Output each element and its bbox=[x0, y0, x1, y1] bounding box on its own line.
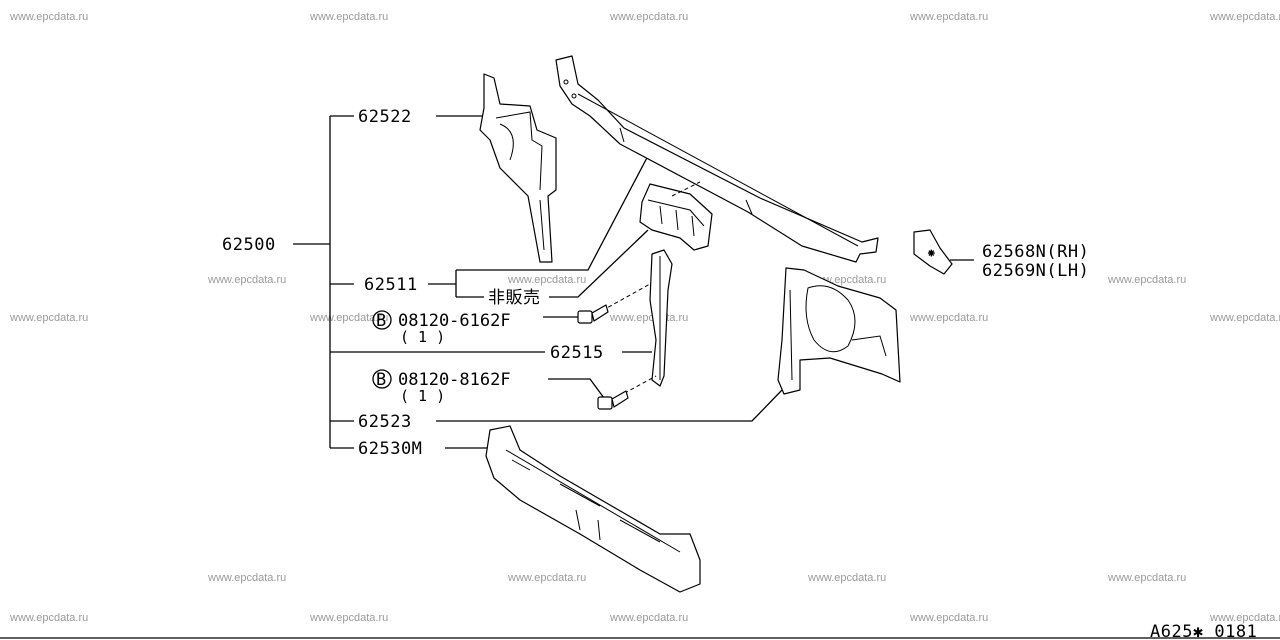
label-62523: 62523 bbox=[358, 412, 412, 432]
watermark: www.epcdata.ru bbox=[909, 312, 988, 324]
watermark: www.epcdata.ru bbox=[9, 11, 88, 23]
watermark: www.epcdata.ru bbox=[807, 572, 886, 584]
label-assembly: 62500 bbox=[222, 235, 276, 255]
part-62511-drawing bbox=[555, 55, 879, 263]
watermark: www.epcdata.ru bbox=[909, 11, 988, 23]
watermark: www.epcdata.ru bbox=[507, 572, 586, 584]
label-62515: 62515 bbox=[550, 343, 604, 363]
watermark: www.epcdata.ru bbox=[507, 274, 586, 286]
label-62568n: 62568N(RH) bbox=[982, 242, 1089, 262]
label-62522: 62522 bbox=[358, 107, 412, 127]
watermark: www.epcdata.ru bbox=[909, 612, 988, 624]
svg-text:✳: ✳ bbox=[928, 249, 935, 258]
watermark: www.epcdata.ru bbox=[309, 312, 388, 324]
watermark: www.epcdata.ru bbox=[207, 572, 286, 584]
bolt-2-drawing bbox=[597, 390, 629, 410]
label-bolt-2: 08120-8162F bbox=[398, 370, 511, 390]
bolt-2-badge: B bbox=[376, 370, 386, 390]
watermark: www.epcdata.ru bbox=[1209, 612, 1280, 624]
diagram-code: A625✱ 0181 bbox=[1150, 622, 1257, 640]
label-bolt-1-qty: ( 1 ) bbox=[400, 328, 445, 346]
label-not-for-sale: 非販売 bbox=[488, 288, 541, 308]
leader-lines bbox=[428, 115, 974, 449]
label-bolt-1: 08120-6162F bbox=[398, 311, 511, 331]
watermark: www.epcdata.ru bbox=[309, 11, 388, 23]
label-bolt-2-qty: ( 1 ) bbox=[400, 387, 445, 405]
part-62515-drawing bbox=[595, 249, 673, 401]
label-62511: 62511 bbox=[364, 275, 418, 295]
watermark: www.epcdata.ru bbox=[1209, 11, 1280, 23]
watermark: www.epcdata.ru bbox=[1209, 312, 1280, 324]
watermark: www.epcdata.ru bbox=[609, 612, 688, 624]
part-62568n-drawing: ✳ bbox=[913, 229, 953, 275]
insulator-pad-drawing bbox=[639, 181, 713, 251]
part-62522-drawing bbox=[479, 73, 557, 263]
label-62569n: 62569N(LH) bbox=[982, 261, 1089, 281]
watermark: www.epcdata.ru bbox=[207, 274, 286, 286]
part-62530m-drawing bbox=[485, 425, 701, 593]
part-62523-drawing bbox=[777, 267, 901, 395]
assembly-tree-lines bbox=[293, 115, 545, 449]
bolt-1-badge-circle bbox=[372, 310, 392, 330]
watermark: www.epcdata.ru bbox=[9, 612, 88, 624]
watermark: www.epcdata.ru bbox=[609, 312, 688, 324]
watermark-layer: www.epcdata.ru www.epcdata.ru www.epcdat… bbox=[9, 11, 1280, 624]
part-labels: 62500 62522 62511 非販売 B 08120-6162F ( 1 … bbox=[222, 107, 1257, 640]
bolt-1-drawing bbox=[577, 304, 609, 324]
watermark: www.epcdata.ru bbox=[609, 11, 688, 23]
watermark: www.epcdata.ru bbox=[9, 312, 88, 324]
bolt-1-badge: B bbox=[376, 311, 386, 331]
bolt-2-badge-circle bbox=[372, 369, 392, 389]
watermark: www.epcdata.ru bbox=[1107, 274, 1186, 286]
label-62530m: 62530M bbox=[358, 439, 422, 459]
watermark: www.epcdata.ru bbox=[309, 612, 388, 624]
watermark: www.epcdata.ru bbox=[1107, 572, 1186, 584]
